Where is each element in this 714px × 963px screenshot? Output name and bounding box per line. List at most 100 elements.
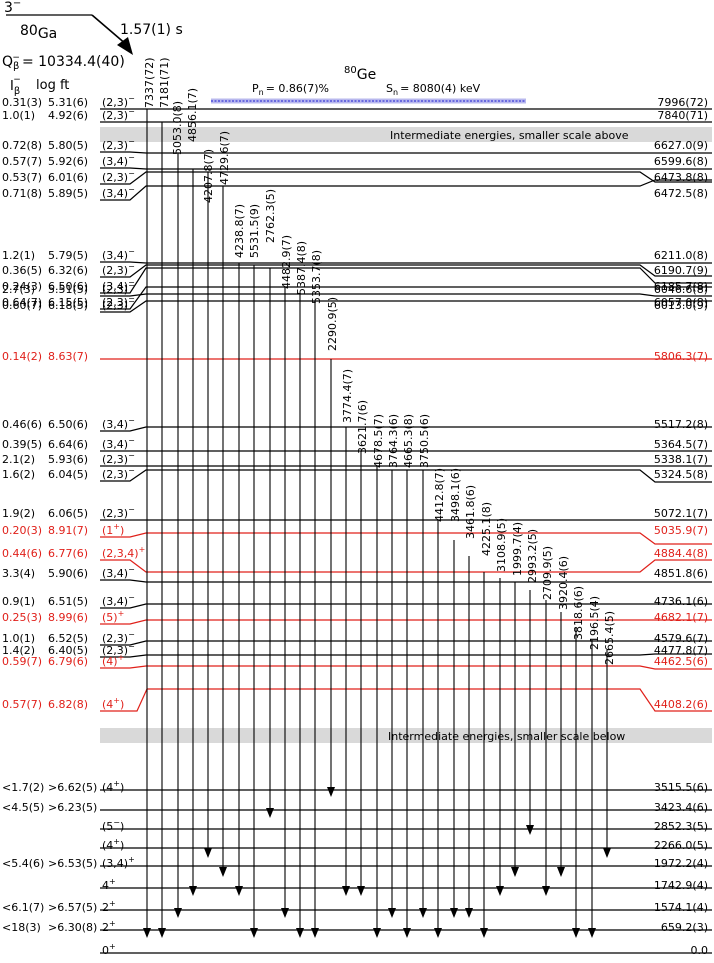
- gamma-arrowhead: [174, 908, 182, 918]
- level-energy: 5035.9(7): [654, 524, 708, 537]
- level-ib: 0.44(6): [2, 547, 42, 560]
- gamma-arrowhead: [450, 908, 458, 918]
- level-line: [100, 532, 712, 545]
- level-line: [100, 261, 712, 264]
- gamma-arrowhead: [480, 928, 488, 938]
- level-21: 4736.1(6)0.9(1)6.51(5)(3,4)−: [2, 593, 712, 609]
- gamma-arrowhead: [588, 928, 596, 938]
- gamma-arrowhead: [250, 928, 258, 938]
- level-ib: 1.6(2): [2, 468, 35, 481]
- level-line: [100, 579, 712, 583]
- level-16: 5324.5(8)1.6(2)6.04(5)(2,3)−: [2, 466, 712, 483]
- level-spin-parity: (2,3)−: [102, 262, 135, 277]
- gamma-arrowhead: [373, 928, 381, 938]
- level-ib: <1.7(2): [2, 781, 44, 794]
- gamma-arrowhead: [557, 867, 565, 877]
- gamma-transition-16: 3764.3(6): [387, 414, 400, 918]
- level-energy: 2266.0(5): [654, 839, 708, 852]
- level-logft: >6.53(5): [48, 857, 97, 870]
- level-ib: 1.0(1): [2, 109, 35, 122]
- gamma-energy-label: 5353.7(8): [310, 250, 323, 304]
- gamma-arrowhead: [419, 908, 427, 918]
- gamma-energy-label: 4678.5(7): [372, 414, 385, 468]
- level-2: 6627.0(9)0.72(8)5.80(5)(2,3)−: [2, 137, 712, 154]
- level-14: 5364.5(7)0.39(5)6.64(6)(3,4)−: [2, 436, 712, 452]
- level-logft: 8.63(7): [48, 350, 88, 363]
- gamma-energy-label: 4207.8(7): [202, 149, 215, 203]
- gamma-transition-8: 2762.3(5): [264, 189, 277, 818]
- gamma-arrowhead: [342, 886, 350, 896]
- level-energy: 6473.8(8): [654, 171, 708, 184]
- level-17: 5072.1(7)1.9(2)6.06(5)(2,3)−: [2, 505, 712, 521]
- level-27: 3515.5(6)<1.7(2)>6.62(5)(4+): [2, 779, 712, 794]
- level-energy: 5072.1(7): [654, 507, 708, 520]
- level-logft: 5.92(6): [48, 155, 88, 168]
- gamma-energy-label: 5053.0(8): [171, 101, 184, 155]
- level-ib: 2.7(3): [2, 283, 35, 296]
- level-logft: 6.77(6): [48, 547, 88, 560]
- level-energy: 1574.1(4): [654, 901, 708, 914]
- level-spin-parity: (2,3)−: [102, 107, 135, 122]
- gamma-arrowhead: [403, 928, 411, 938]
- level-26: 4408.2(6)0.57(7)6.82(8)(4+): [2, 688, 712, 712]
- level-line: [100, 264, 712, 278]
- gamma-energy-label: 3920.4(6): [557, 556, 570, 610]
- gamma-arrowhead: [511, 867, 519, 877]
- level-5: 6472.5(8)0.71(8)5.89(5)(3,4)−: [2, 179, 712, 201]
- gamma-transition-17: 4665.3(8): [402, 414, 415, 938]
- gamma-transition-19: 4412.8(7): [433, 468, 446, 938]
- level-ib: 0.24(3): [2, 280, 42, 293]
- gamma-arrowhead: [465, 908, 473, 918]
- level-logft: 6.50(6): [48, 418, 88, 431]
- gamma-transition-23: 3108.9(5): [495, 518, 508, 896]
- level-31: 1972.2(4)<5.4(6)>6.53(5)(3,4)+: [2, 855, 712, 870]
- level-logft: 8.91(7): [48, 524, 88, 537]
- level-logft: 5.89(5): [48, 187, 88, 200]
- level-18: 5035.9(7)0.20(3)8.91(7)(1+): [2, 522, 712, 545]
- level-line: [100, 688, 712, 712]
- parent-nucleus-label: 80Ga: [20, 23, 57, 42]
- gamma-energy-label: 7181(71): [158, 57, 171, 108]
- level-logft: 5.79(5): [48, 249, 88, 262]
- level-spin-parity: 2+: [102, 919, 116, 934]
- level-energy: 5338.1(7): [654, 453, 708, 466]
- parent-feed-arrowhead: [117, 37, 133, 55]
- level-ib: 0.57(7): [2, 155, 42, 168]
- level-33: 1574.1(4)<6.1(7)>6.57(5)2+: [2, 899, 712, 914]
- level-spin-parity: 4+: [102, 877, 116, 892]
- level-4: 6473.8(8)0.53(7)6.01(6)(2,3)−: [2, 169, 712, 185]
- separator-text-bottom: Intermediate energies, smaller scale bel…: [388, 730, 625, 743]
- gamma-transition-20: 3498.1(6): [449, 468, 462, 918]
- gamma-transition-26: 2709.9(5): [541, 546, 554, 896]
- gamma-transition-3: 4856.1(7): [186, 88, 199, 896]
- level-energy: 6190.7(9): [654, 264, 708, 277]
- gamma-energy-label: 4856.1(7): [186, 88, 199, 142]
- level-energy: 3423.4(6): [654, 801, 708, 814]
- level-ib: 0.25(3): [2, 611, 42, 624]
- level-9: 6057.0(8)0.64(7)6.15(5)(2,3)−: [2, 286, 712, 310]
- level-28: 3423.4(6)<4.5(5)>6.23(5): [2, 801, 712, 814]
- level-spin-parity: (2,3,4)+: [102, 545, 145, 560]
- level-spin-parity: (3,4)−: [102, 185, 135, 200]
- gamma-arrowhead: [542, 886, 550, 896]
- gamma-energy-label: 2762.3(5): [264, 189, 277, 243]
- level-spin-parity: 0+: [102, 942, 116, 957]
- levels-layer: 7996(72)0.31(3)5.31(6)(2,3)−7840(71)1.0(…: [2, 94, 712, 957]
- level-energy: 7840(71): [657, 109, 708, 122]
- level-ib: 0.53(7): [2, 171, 42, 184]
- level-energy: 3515.5(6): [654, 781, 708, 794]
- level-spin-parity: (3,4)−: [102, 593, 135, 608]
- gamma-transition-22: 4225.1(8): [480, 502, 493, 938]
- level-energy: 5324.5(8): [654, 468, 708, 481]
- level-spin-parity: (3,4)−: [102, 153, 135, 168]
- level-ib: 0.72(8): [2, 139, 42, 152]
- level-24: 4477.8(7)1.4(2)6.40(5)(2,3)−: [2, 642, 712, 658]
- separator-top: Intermediate energies, smaller scale abo…: [100, 127, 712, 142]
- level-line: [100, 151, 712, 154]
- level-energy: 1742.9(4): [654, 879, 708, 892]
- gamma-arrowhead: [526, 825, 534, 835]
- gamma-energy-label: 7337(72): [143, 57, 156, 108]
- level-ib: <4.5(5): [2, 801, 44, 814]
- level-logft: >6.62(5): [48, 781, 97, 794]
- gamma-energy-label: 3764.3(6): [387, 414, 400, 468]
